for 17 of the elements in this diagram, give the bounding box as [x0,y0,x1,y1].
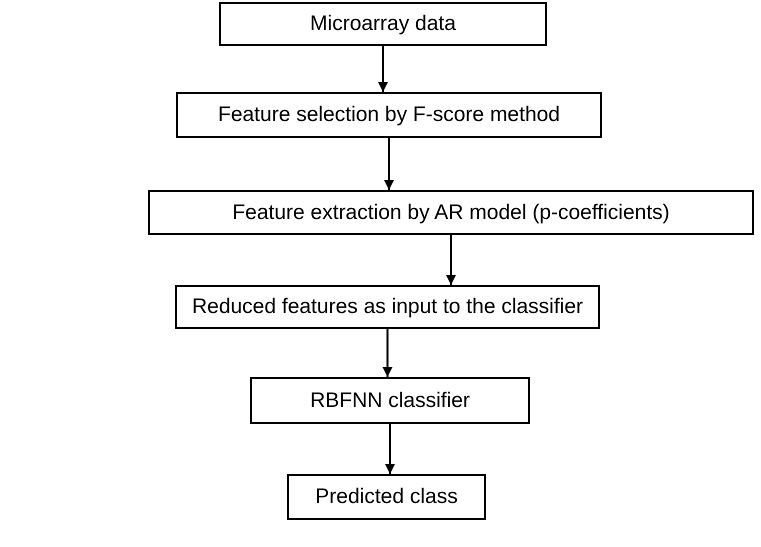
process-box [250,377,530,424]
box-label: Feature selection by F-score method [218,103,560,127]
box-label: Predicted class [315,485,458,509]
box-label: Feature extraction by AR model (p-coefficients) [232,200,670,224]
arrow [382,329,392,377]
arrow [446,235,456,285]
arrow [384,138,394,190]
process-box [219,2,547,46]
process-box [148,190,754,235]
process-box [176,92,602,138]
arrow [385,424,395,474]
arrow [378,46,388,92]
box-label: Microarray data [310,12,456,36]
process-box [287,474,486,520]
process-box [175,285,600,329]
box-label: Reduced features as input to the classifier [192,295,584,319]
box-label: RBFNN classifier [310,388,470,412]
